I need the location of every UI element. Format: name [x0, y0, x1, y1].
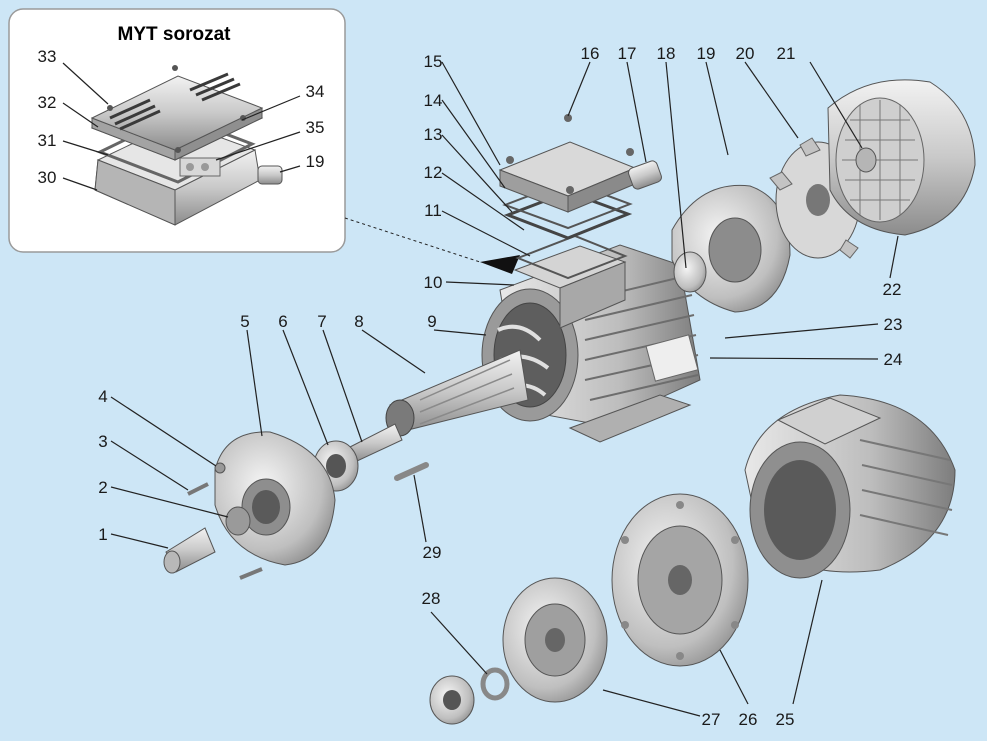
- inset-title: MYT sorozat: [118, 24, 232, 45]
- fan-cover: [827, 79, 976, 236]
- leader-32: [62, 102, 99, 128]
- inset-lid: [90, 65, 264, 161]
- callout-2: 2: [98, 478, 107, 497]
- leader-33: [62, 62, 109, 105]
- leader-lines: [110, 61, 899, 717]
- terminal-box-stack: [498, 114, 662, 280]
- callout-20: 20: [736, 44, 755, 63]
- callout-3: 3: [98, 432, 107, 451]
- callout-11: 11: [424, 201, 442, 220]
- inset-reference-arrow: [480, 255, 520, 274]
- callout-4: 4: [98, 387, 107, 406]
- callout-34: 34: [306, 82, 325, 101]
- callout-7: 7: [317, 312, 326, 331]
- callout-17: 17: [618, 44, 637, 63]
- callout-9: 9: [427, 312, 436, 331]
- callout-8: 8: [354, 312, 363, 331]
- callout-25: 25: [776, 710, 795, 729]
- callout-27: 27: [702, 710, 721, 729]
- callout-12: 12: [424, 163, 443, 182]
- callout-18: 18: [657, 44, 676, 63]
- b14-face-shield: [502, 577, 608, 703]
- alt-stator-housing: [744, 394, 956, 579]
- front-end-shield: [214, 431, 336, 566]
- callout-31: 31: [38, 131, 57, 150]
- callout-14: 14: [424, 91, 443, 110]
- b5-flange-shield: [611, 493, 749, 667]
- callout-23: 23: [884, 315, 903, 334]
- leader-30: [62, 177, 98, 191]
- callout-26: 26: [739, 710, 758, 729]
- callout-29: 29: [423, 543, 442, 562]
- callout-15: 15: [424, 52, 443, 71]
- leader-34: [241, 95, 301, 121]
- callout-labels: 1 2 3 4 5 6 7 8 9 10 11 12 13 14 15 16 1…: [38, 44, 903, 729]
- leader-35: [215, 131, 301, 161]
- leader-31: [62, 140, 109, 156]
- callout-5: 5: [240, 312, 249, 331]
- inset-terminal-block: [179, 157, 221, 177]
- callout-19-inset: 19: [306, 152, 325, 171]
- leader-19-inset: [279, 165, 301, 173]
- callout-33: 33: [38, 47, 57, 66]
- callout-16: 16: [581, 44, 600, 63]
- rear-end-shield: [671, 184, 791, 313]
- callout-1: 1: [98, 525, 107, 544]
- callout-22: 22: [883, 280, 902, 299]
- inset-panel: MYT sorozat: [8, 8, 346, 253]
- callout-32: 32: [38, 93, 57, 112]
- callout-21: 21: [777, 44, 796, 63]
- callout-35: 35: [306, 118, 325, 137]
- rotor: [385, 349, 529, 437]
- callout-24: 24: [884, 350, 903, 369]
- rear-bearing-alt: [429, 667, 510, 725]
- motor-housing: [481, 244, 701, 443]
- callout-13: 13: [424, 125, 443, 144]
- shaft-key: [394, 462, 429, 481]
- callout-6: 6: [278, 312, 287, 331]
- inset-reference-line: [344, 217, 481, 263]
- callout-30: 30: [38, 168, 57, 187]
- callout-10: 10: [424, 273, 443, 292]
- callout-28: 28: [422, 589, 441, 608]
- front-cover-parts: [163, 462, 263, 580]
- inset-cable-gland: [257, 165, 283, 185]
- callout-19: 19: [697, 44, 716, 63]
